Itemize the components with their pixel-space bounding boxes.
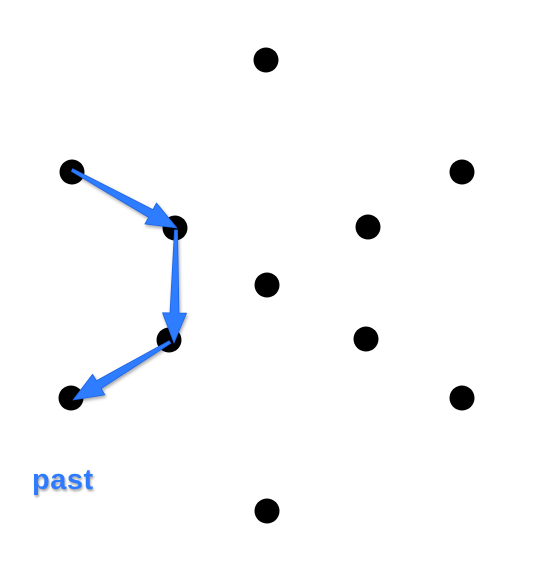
arrow-d5-to-d8: [162, 229, 187, 344]
dot-d7: [353, 326, 379, 352]
arrow-d2-to-d5: [70, 168, 178, 229]
arrows-layer: [70, 168, 187, 401]
dot-d6: [254, 272, 280, 298]
dot-d4: [355, 214, 381, 240]
dot-d3: [449, 159, 475, 185]
dot-d9: [449, 385, 475, 411]
dots-layer: [58, 47, 475, 524]
arrow-d8-to-d10: [72, 340, 172, 401]
dot-d11: [254, 498, 280, 524]
dot-d10: [58, 385, 84, 411]
caption-label: past: [32, 464, 94, 496]
dot-d1: [253, 47, 279, 73]
